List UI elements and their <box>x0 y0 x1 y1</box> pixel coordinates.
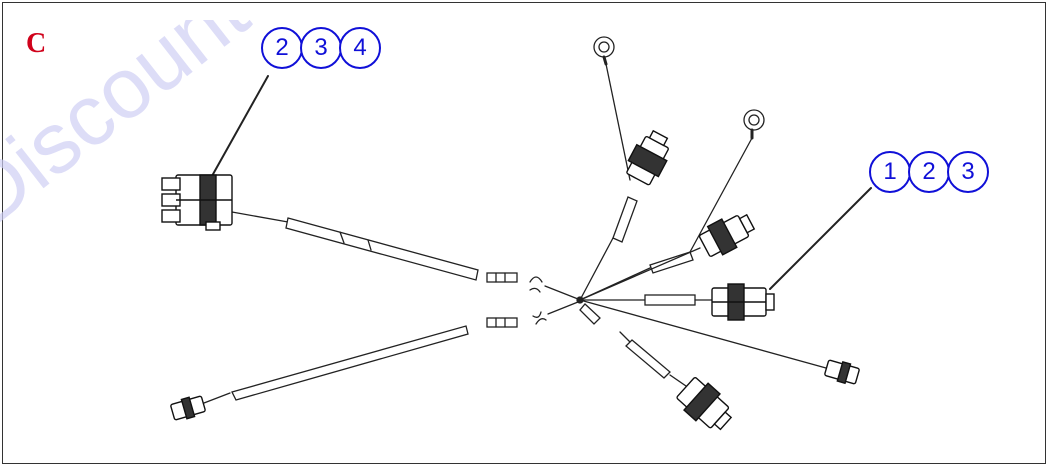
panel-letter: C <box>26 28 47 59</box>
branch-ring-right <box>579 109 765 301</box>
callout-right-1: 1 <box>869 151 911 193</box>
branch-mid-upper <box>579 247 701 301</box>
branch-right-lower <box>579 299 827 369</box>
callout-group-top: 2 3 4 <box>261 27 381 69</box>
callout-top-2: 3 <box>300 27 342 69</box>
connector-small-right <box>824 359 860 385</box>
branch-mid <box>579 294 713 306</box>
trunk-upper <box>231 211 579 300</box>
callout-top-3: 4 <box>339 27 381 69</box>
callout-group-right: 1 2 3 <box>869 151 989 193</box>
callout-top-1: 2 <box>261 27 303 69</box>
connector-mid-upper <box>698 213 756 257</box>
leader-line-right <box>769 187 872 290</box>
branch-ring-left <box>579 36 638 301</box>
callout-right-2: 2 <box>908 151 950 193</box>
connector-mid <box>711 283 775 321</box>
callout-right-3: 3 <box>947 151 989 193</box>
branch-down <box>579 303 687 387</box>
connector-small-left <box>170 395 206 421</box>
trunk-lower <box>203 301 579 404</box>
connector-large <box>161 174 233 231</box>
leader-line-top <box>211 75 269 177</box>
connector-down <box>676 376 733 431</box>
connector-upper <box>626 129 669 186</box>
